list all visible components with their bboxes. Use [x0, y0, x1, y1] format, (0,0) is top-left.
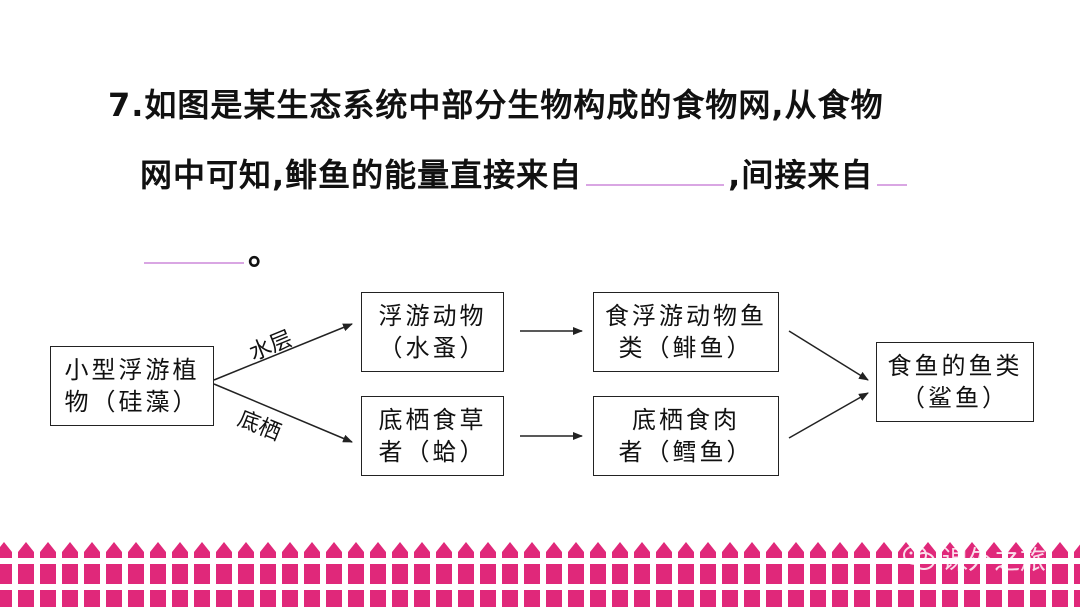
fence-picket [634, 542, 650, 607]
node-top-predator-line2: （鲨鱼） [901, 384, 1009, 412]
fence-picket [84, 542, 100, 607]
node-zooplankton-line1: 浮游动物 [378, 302, 487, 330]
node-benthic-herbivore-line1: 底栖食草 [378, 406, 487, 434]
question-line-3: 。 [140, 228, 281, 274]
fence-picket [18, 542, 34, 607]
fence-picket [370, 542, 386, 607]
fence-picket [656, 542, 672, 607]
fence-picket [40, 542, 56, 607]
question-number: 7. [108, 86, 145, 124]
arrow-producer-to-benthic-herbivore [213, 383, 353, 443]
node-plankton-fish-line2: 类（鲱鱼） [618, 334, 754, 362]
fence-picket [282, 542, 298, 607]
fence-picket [326, 542, 342, 607]
question-text-2: 网中可知,鲱鱼的能量直接来自 [140, 156, 583, 194]
fence-picket [1074, 544, 1080, 607]
node-zooplankton-line2: （水蚤） [378, 334, 487, 362]
node-plankton-fish-line1: 食浮游动物鱼 [605, 302, 767, 330]
question-text-3: ,间接来自 [728, 156, 874, 194]
fence-picket [260, 542, 276, 607]
fence-rail [0, 558, 1080, 564]
fence-picket [348, 542, 364, 607]
fence-picket [1052, 542, 1068, 607]
node-benthic-carnivore-line2: 者（鳕鱼） [618, 438, 754, 466]
arrow-fish-to-shark [788, 330, 869, 381]
node-zooplankton: 浮游动物 （水蚤） [361, 292, 504, 372]
question-text-1: 如图是某生态系统中部分生物构成的食物网,从食物 [144, 86, 884, 124]
fence-picket [524, 542, 540, 607]
node-top-predator: 食鱼的鱼类 （鲨鱼） [876, 342, 1034, 422]
answer-blank-direct[interactable] [586, 156, 725, 186]
fence-picket [106, 542, 122, 607]
fence-picket [722, 542, 738, 607]
fence-picket [458, 542, 474, 607]
fence-picket [480, 542, 496, 607]
fence-picket [414, 542, 430, 607]
fence-picket [788, 542, 804, 607]
node-benthic-herbivore-line2: 者（蛤） [378, 438, 487, 466]
question-line-1: 7.如图是某生态系统中部分生物构成的食物网,从食物 [108, 80, 884, 126]
fence-picket [700, 542, 716, 607]
fence-picket [238, 542, 254, 607]
arrow-producer-to-zooplankton [213, 323, 353, 381]
arrow-carnivore-to-shark [788, 392, 869, 439]
node-plankton-fish: 食浮游动物鱼类（鲱鱼） [593, 292, 779, 372]
fence-picket [0, 542, 12, 607]
wechat-icon [902, 545, 935, 570]
fence-picket [810, 542, 826, 607]
fence-picket [392, 542, 408, 607]
node-producer: 小型浮游植物（硅藻） [50, 346, 214, 426]
fence-picket [216, 542, 232, 607]
watermark: 课外之旅 [902, 540, 1046, 576]
fence-picket [436, 542, 452, 607]
fence-picket [62, 542, 78, 607]
picket-fence-footer [0, 540, 1080, 607]
node-top-predator-line1: 食鱼的鱼类 [887, 352, 1023, 380]
fence-picket [832, 542, 848, 607]
fence-picket [150, 542, 166, 607]
fence-picket [766, 542, 782, 607]
fence-picket [678, 542, 694, 607]
fence-picket [876, 542, 892, 607]
fence-picket [854, 542, 870, 607]
fence-picket [568, 542, 584, 607]
fence-picket [546, 542, 562, 607]
fence-picket [744, 542, 760, 607]
node-benthic-herbivore: 底栖食草者（蛤） [361, 396, 504, 476]
answer-blank-indirect-end[interactable] [144, 234, 244, 264]
fence-picket [612, 542, 628, 607]
fence-picket [194, 542, 210, 607]
food-web-arrows [213, 323, 869, 443]
fence-picket [590, 542, 606, 607]
fence-picket [502, 542, 518, 607]
fence-picket [128, 542, 144, 607]
watermark-text: 课外之旅 [941, 545, 1046, 576]
answer-blank-indirect-start[interactable] [877, 156, 908, 186]
node-benthic-carnivore: 底栖食肉者（鳕鱼） [593, 396, 779, 476]
fence-picket [172, 542, 188, 607]
question-period: 。 [248, 234, 282, 272]
fence-picket [304, 542, 320, 607]
question-line-2: 网中可知,鲱鱼的能量直接来自 ,间接来自 [140, 150, 911, 196]
food-web-diagram: 水层 底栖 小型浮游植物（硅藻） 浮游动物（水蚤） 食浮游动物鱼类（鲱鱼） 底栖… [0, 280, 1080, 500]
node-benthic-carnivore-line1: 底栖食肉 [632, 406, 740, 434]
fence-rail [0, 584, 1080, 590]
node-producer-line2: 物（硅藻） [64, 388, 200, 416]
node-producer-line1: 小型浮游植 [64, 356, 200, 384]
